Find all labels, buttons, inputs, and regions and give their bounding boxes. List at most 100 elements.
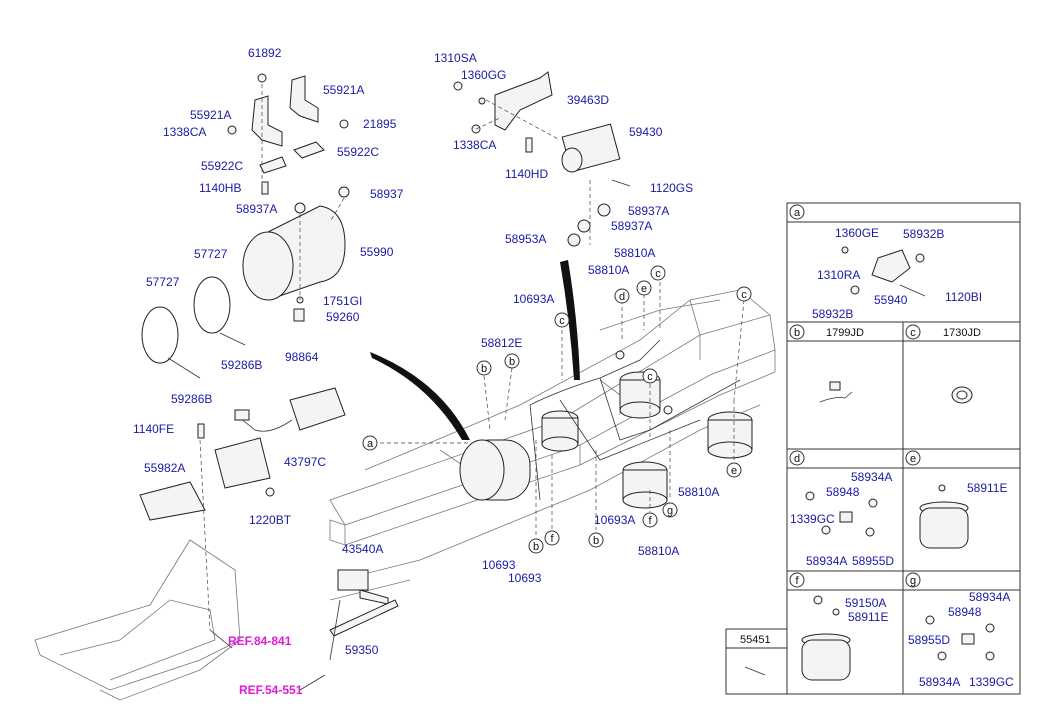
svg-text:c: c (559, 315, 565, 327)
part-label: 57727 (146, 275, 180, 289)
svg-text:f: f (648, 515, 652, 527)
panel-g-label: 58934A (919, 675, 960, 689)
svg-text:b: b (481, 363, 487, 375)
nut-1338CA (227, 125, 237, 135)
air-spring-front-right (622, 461, 668, 509)
panel-b: b 1799JD (789, 324, 864, 403)
panel-e-label: 58911E (967, 481, 1007, 495)
part-label: 1220BT (249, 513, 292, 527)
part-label: 58953A (505, 232, 546, 246)
svg-text:b: b (794, 327, 800, 339)
part-label: 58937A (236, 202, 277, 216)
part-label: 10693 (482, 558, 516, 572)
bracket-55921A-upper (289, 75, 319, 123)
svg-text:f: f (795, 575, 799, 587)
part-label: 21895 (363, 117, 397, 131)
bolt-59286B-left (167, 357, 201, 379)
panel-g-label: 58955D (908, 633, 950, 647)
panel-d: d 58934A 58948 1339GC 58934A 58955D (789, 450, 894, 568)
panel-a-label: 58932B (903, 227, 944, 241)
panel-a-label: 1360GE (835, 226, 879, 240)
part-label: 10693 (508, 571, 542, 585)
part-label: 61892 (248, 46, 282, 60)
part-label: 1140HB (199, 181, 241, 195)
air-line (529, 339, 741, 501)
ref-54-551-leader (299, 674, 326, 691)
callout-g: g (662, 502, 678, 518)
small-box-55451: 55451 (725, 628, 788, 695)
part-label: 55922C (201, 159, 243, 173)
bracket-43797C (214, 437, 271, 489)
strap-57727-right (193, 276, 231, 334)
svg-text:b: b (533, 541, 539, 553)
part-label: 59260 (326, 310, 360, 324)
panel-g-label: 1339GC (969, 675, 1014, 689)
callout-f: f (544, 530, 560, 546)
fitting-58937A-b (577, 219, 591, 233)
fitting-58953A (567, 233, 581, 247)
part-label: 59350 (345, 643, 379, 657)
ref-54-551[interactable]: REF.54-551 (239, 683, 303, 697)
nut-1310SA (453, 81, 463, 91)
air-tank-55990 (242, 205, 346, 301)
part-label: 55921A (323, 83, 364, 97)
callout-c: c (650, 265, 666, 281)
part-label: 39463D (567, 93, 609, 107)
panel-d-label: 1339GC (790, 512, 835, 526)
air-tank-installed (459, 439, 531, 501)
panel-g: g 58934A 58948 58955D 58934A 1339GC (905, 572, 1014, 689)
panel-g-label: 58948 (948, 605, 982, 619)
part-label: 58937A (628, 204, 669, 218)
panel-a-label: 1120BI (945, 290, 982, 304)
clamp-55922C-right (293, 141, 325, 159)
part-label: 1338CA (163, 125, 206, 139)
link-rod-59350 (329, 599, 399, 661)
panel-a-label: 55940 (874, 293, 908, 307)
part-label: 98864 (285, 350, 319, 364)
panel-e: e 58911E (905, 450, 1007, 549)
svg-text:c: c (647, 371, 653, 383)
part-label: 1120GS (650, 181, 693, 195)
part-label: 43540A (342, 542, 383, 556)
part-label: 1360GG (461, 68, 506, 82)
panel-f: f 59150A 58911E (789, 572, 888, 681)
fitting-58810A-b (663, 405, 673, 415)
part-label: 55922C (337, 145, 379, 159)
plug-58937 (338, 186, 350, 198)
detail-panel: a 1360GE 58932B 1310RA 55940 1120BI 5893… (786, 202, 1021, 695)
part-label: 58810A (614, 246, 655, 260)
fitting-58937A-a (597, 203, 611, 217)
part-label: 1310SA (434, 51, 477, 65)
panel-f-label: 59150A (845, 596, 886, 610)
callout-f: f (642, 512, 658, 528)
part-label: 58937A (611, 219, 652, 233)
part-label: 58810A (588, 263, 629, 277)
svg-text:g: g (910, 575, 916, 587)
callout-c: c (736, 286, 752, 302)
part-label: 1140FE (133, 422, 174, 436)
part-label: 59430 (629, 125, 663, 139)
part-label: 58810A (638, 544, 679, 558)
part-label: 55982A (144, 461, 185, 475)
part-label: 43797C (284, 455, 326, 469)
panel-c: c 1730JD (905, 324, 981, 404)
callout-d: d (614, 288, 630, 304)
leader-lines (199, 84, 745, 631)
bolt-1140HB (261, 181, 269, 195)
panel-d-label: 58934A (806, 554, 847, 568)
bolt-61892 (257, 73, 267, 83)
ref-84-841-leader (209, 629, 233, 649)
callout-b: b (588, 532, 604, 548)
pointer-arrow-right (560, 260, 580, 380)
svg-text:c: c (910, 327, 916, 339)
panel-a: a 1360GE 58932B 1310RA 55940 1120BI 5893… (789, 204, 982, 321)
callout-c: c (642, 368, 658, 384)
panel-c-title: 1730JD (943, 327, 981, 339)
underbody-panel (34, 539, 241, 701)
bracket-55982A (139, 481, 206, 521)
ref-84-841[interactable]: REF.84-841 (228, 634, 292, 648)
svg-text:c: c (741, 289, 747, 301)
panel-b-title: 1799JD (826, 327, 864, 339)
part-label: 55921A (190, 108, 231, 122)
